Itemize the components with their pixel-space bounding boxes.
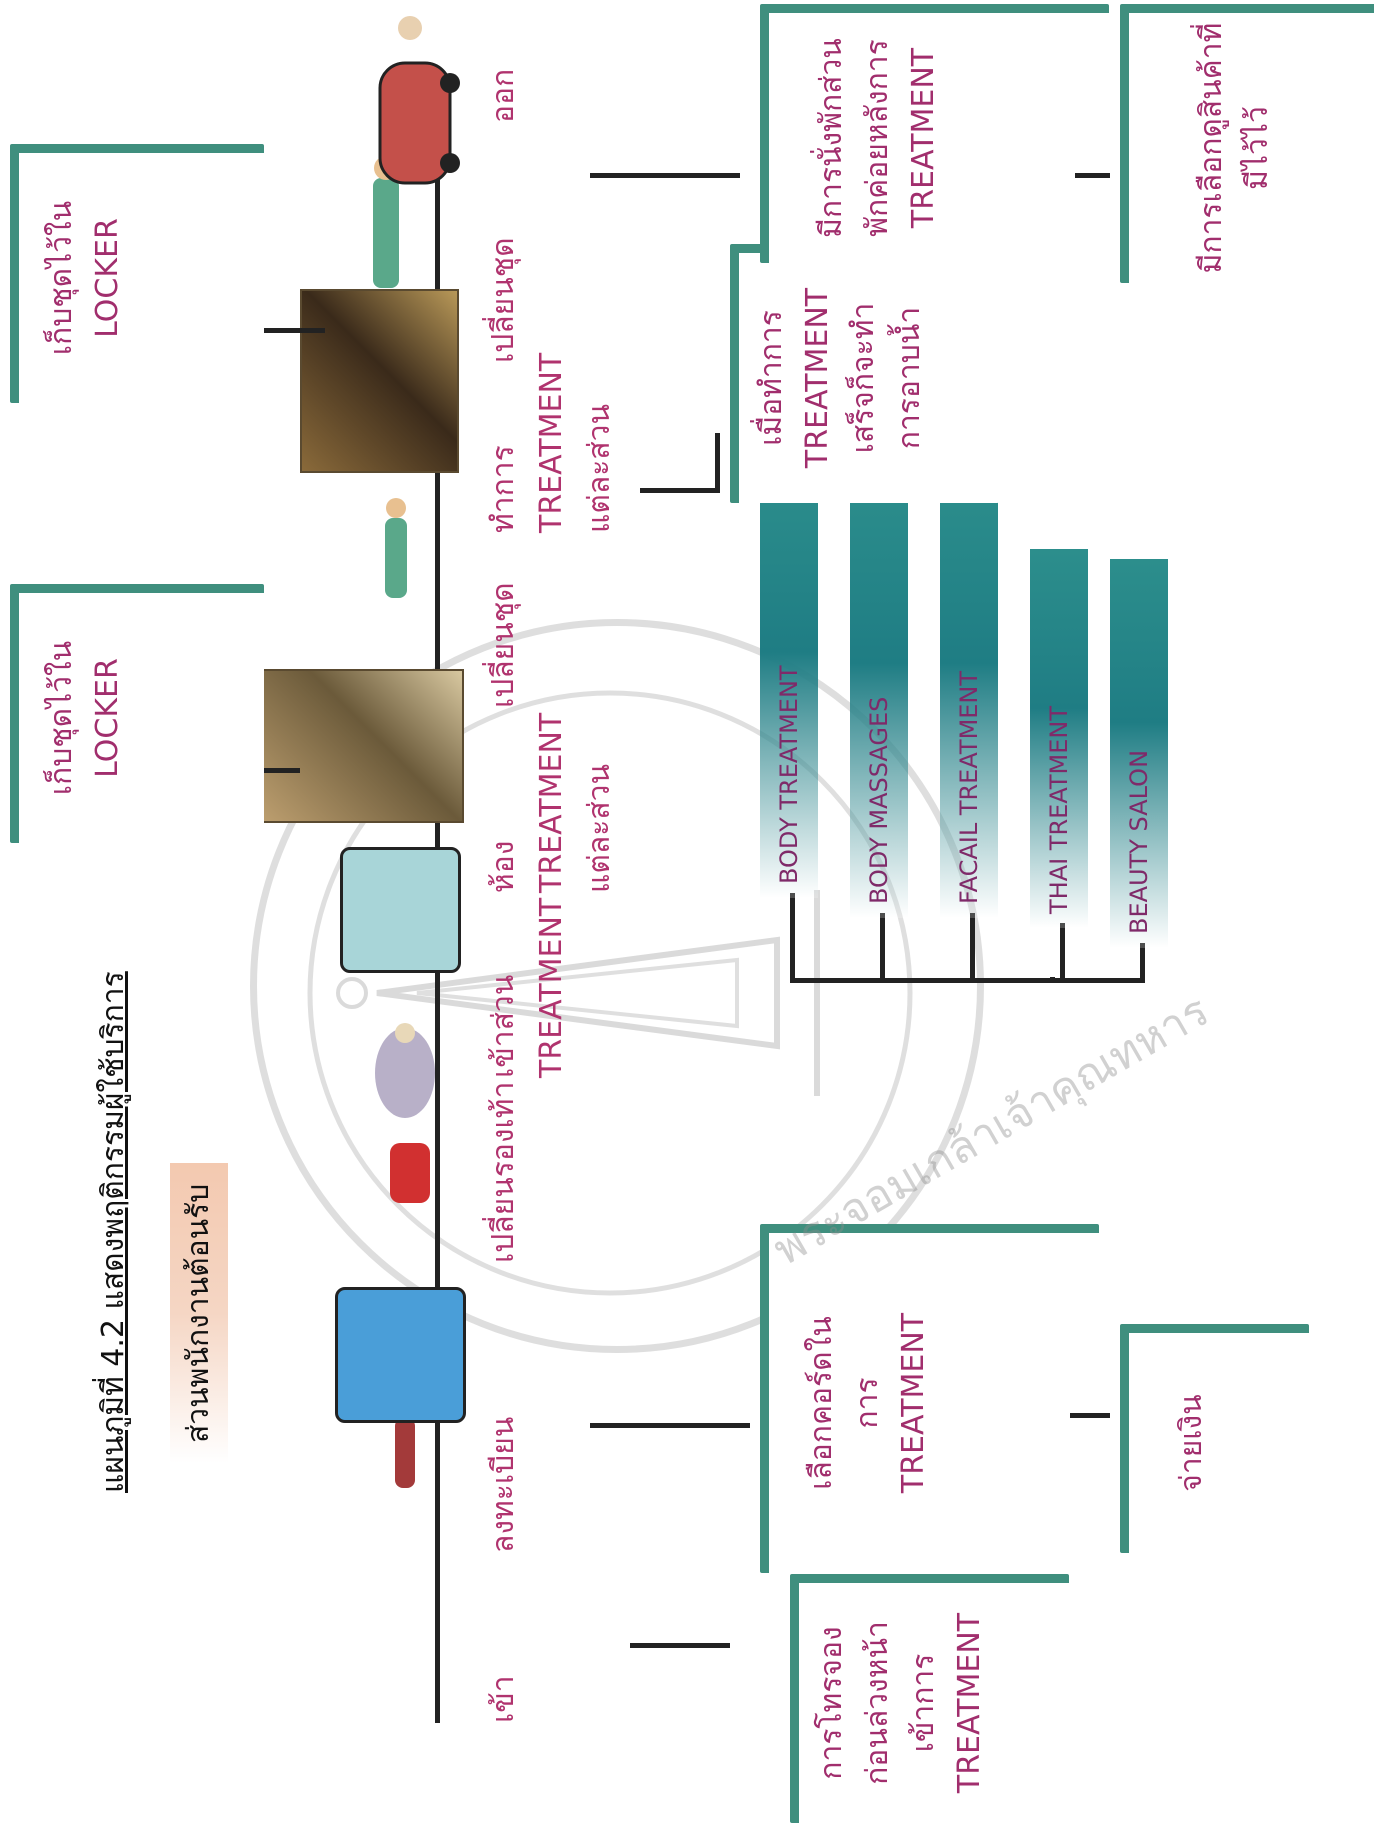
treatments-spine [790,978,1145,983]
after-treatment-line2: TREATMENT [800,287,835,469]
step-do-treatment-line3: แต่ละส่วน [582,404,617,533]
treatment-bar-thai: THAI TREATMENT [1030,549,1088,928]
after-treatment-line4: การอาบน้ำ [892,306,927,450]
treatment-branch-2 [880,913,885,983]
step-enter-treatment-line1: เข้าส่วน [486,974,521,1078]
after-treatment-box: เมื่อทำการ TREATMENT เสร็จก็จะทำ การอาบน… [730,244,999,503]
booking-box-line3: เข้าการ [906,1653,941,1753]
locker-box-1: เก็บชุดไว้ใน LOCKER [10,584,264,843]
shop-connector [1075,173,1110,178]
booking-connector [630,1643,730,1648]
rest-area-line2: พักค่อยหลังการ [860,39,895,237]
choose-course-line2: การ [850,1377,885,1429]
treatment-branch-4 [1060,923,1065,983]
booking-box-line2: ก่อนล่วงหน้า [860,1621,895,1785]
step-exit: ออก [486,68,521,123]
treatment-branch-1 [790,893,795,983]
payment-box: จ่ายเงิน [1120,1324,1309,1553]
step-change-clothes-1: เปลี่ยนชุด [486,582,521,708]
booking-box: การโทรจอง ก่อนล่วงหน้า เข้าการ TREATMENT [790,1574,1069,1823]
treatment-bar-salon: BEAUTY SALON [1110,559,1168,948]
choose-course-line3: TREATMENT [896,1312,931,1494]
step-do-treatment-line2: TREATMENT [534,352,569,533]
booking-box-line1: การโทรจอง [814,1626,849,1780]
shop-line1: มีการเลือกดูสินค้าที่ [1194,22,1229,274]
after-treatment-line1: เมื่อทำการ [754,310,789,446]
treatment-bar-facial: FACAIL TREATMENT [940,479,998,918]
treatment-branch-5 [1140,943,1145,983]
rest-area-box: มีการนั่งพักส่วน พักค่อยหลังการ TREATMEN… [760,4,1109,263]
locker-box-2-line1: เก็บชุดไว้ใน [44,200,79,356]
step-treatment-room-line2: TREATMENT [534,712,569,893]
seal-icon [307,690,913,1296]
treatment-entry-icon [340,847,461,973]
course-connector [590,1423,750,1428]
treatment-room-photo [230,669,464,823]
step-treatment-room-line3: แต่ละส่วน [582,764,617,893]
step-enter: เข้า [486,1675,521,1723]
shoe-change-figure-icon [350,1023,464,1223]
rest-area-line3: TREATMENT [906,47,941,229]
step-enter-treatment-line2: TREATMENT [534,897,569,1078]
step-change-clothes-2: เปลี่ยนชุด [486,237,521,363]
after-treatment-connector-v [640,488,720,493]
choose-course-line1: เลือกคอร์ดใน [804,1316,839,1490]
step-treatment-room: ห้อง TREATMENT แต่ละส่วน [480,713,624,893]
car-icon [360,3,474,193]
step-register: ลงทะเบียน [486,1416,521,1553]
page-title: แผนภูมิที่ 4.2 แสดงพฤติกรรมผู้ใช้บริการ [96,971,131,1493]
reception-section-text: ส่วนพนักงานต้อนรับ [181,1183,216,1443]
after-treatment-line3: เสร็จก็จะทำ [846,302,881,454]
university-seal-watermark [250,619,984,1353]
after-treatment-connector-h [715,433,720,493]
rest-area-line1: มีการนั่งพักส่วน [814,38,849,238]
register-desk-icon [335,1287,466,1423]
reception-section-label: ส่วนพนักงานต้อนรับ [170,1163,228,1463]
payment-box-line1: จ่ายเงิน [1174,1394,1209,1492]
locker-box-1-line2: LOCKER [90,658,125,778]
shop-box: มีการเลือกดูสินค้าที่ มีไว้ไว้ [1120,4,1374,283]
choose-course-box: เลือกคอร์ดใน การ TREATMENT [760,1224,1099,1573]
payment-connector [1070,1413,1110,1418]
rest-connector [590,173,740,178]
step-change-shoes: เปลี่ยนรองเท้า [486,1081,521,1263]
man-figure-icon-1 [360,493,434,603]
locker-box-2: เก็บชุดไว้ใน LOCKER [10,144,264,403]
step-do-treatment: ทำการ TREATMENT แต่ละส่วน [480,353,624,533]
locker-box-2-line2: LOCKER [90,218,125,338]
step-do-treatment-line1: ทำการ [486,445,521,533]
shop-line2: มีไว้ไว้ [1240,106,1275,190]
step-enter-treatment: เข้าส่วน TREATMENT [480,898,576,1078]
treatment-bar-massage: BODY MASSAGES [850,479,908,918]
treatment-branch-3 [970,913,975,983]
treatment-bar-body: BODY TREATMENT [760,474,818,898]
step-treatment-room-line1: ห้อง [486,840,521,893]
locker-box-1-line1: เก็บชุดไว้ใน [44,640,79,796]
booking-box-line4: TREATMENT [952,1612,987,1794]
treatment-session-photo [300,289,459,473]
